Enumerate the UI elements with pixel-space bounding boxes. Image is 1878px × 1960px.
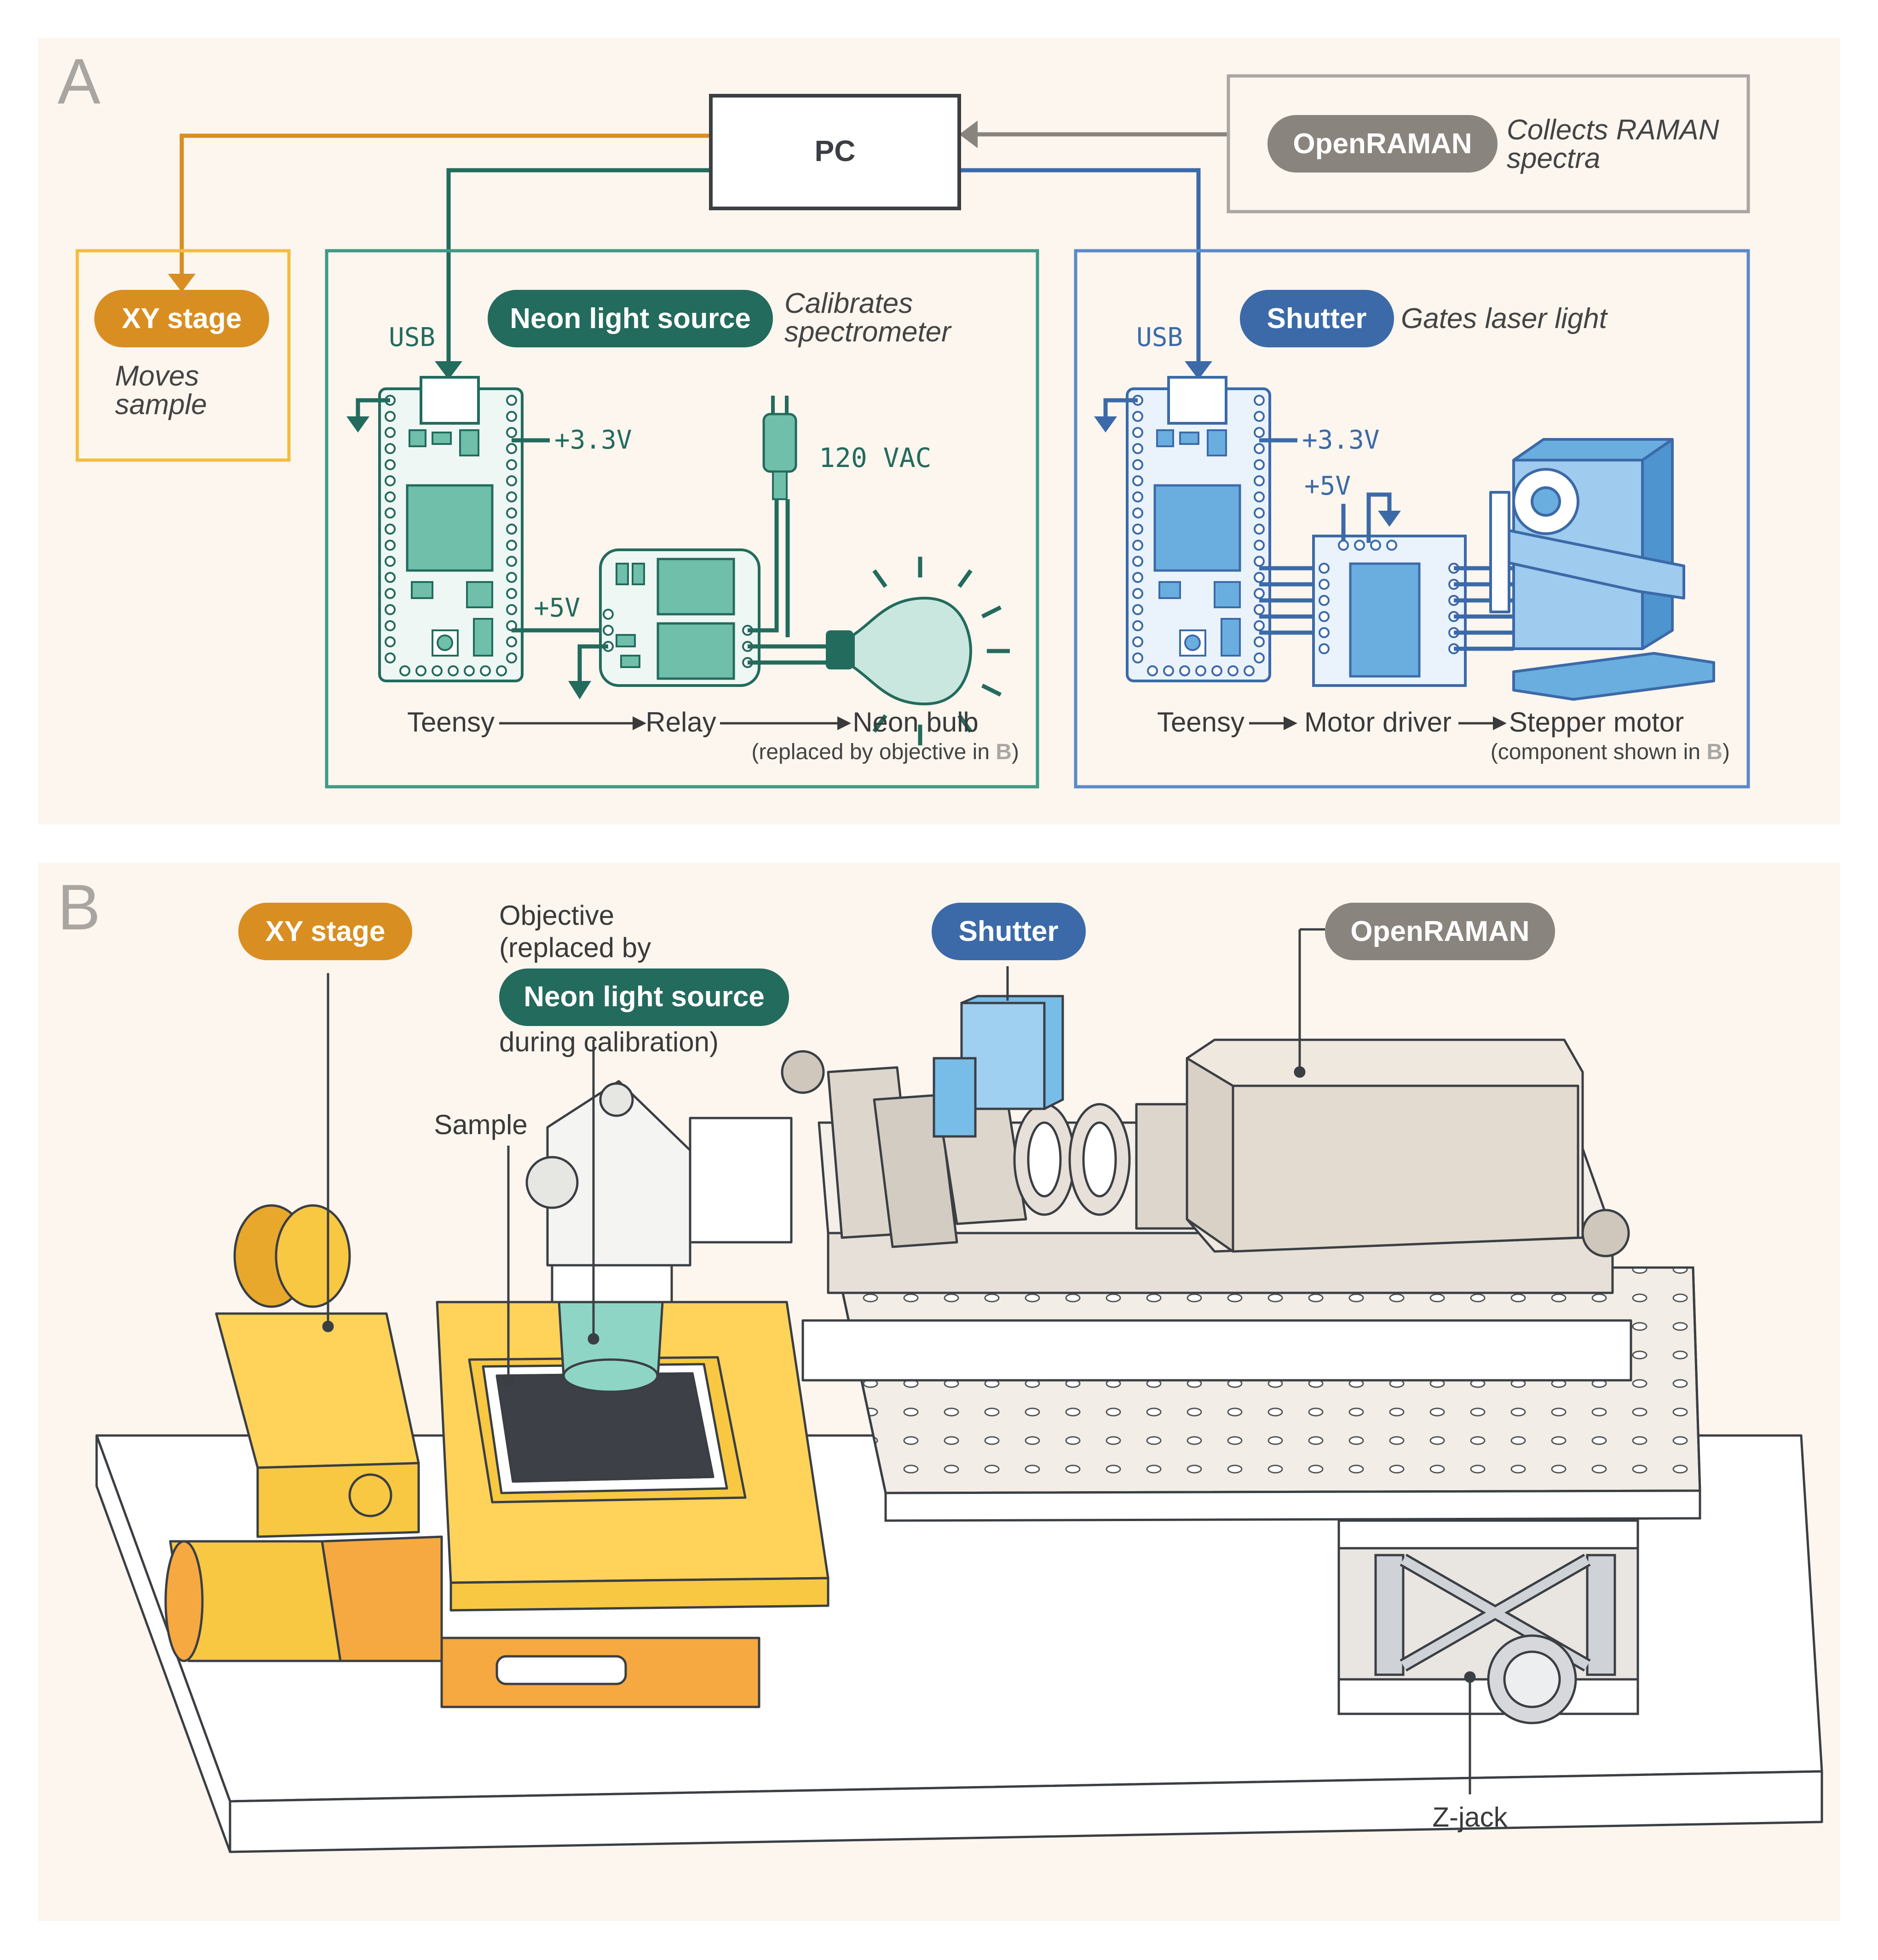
shutter-pill [1240, 290, 1394, 347]
xy-stage-pill-label: XY stage [122, 303, 242, 334]
neon-flow-bulb: Neon bulb [853, 707, 979, 738]
objective-hardware [525, 1040, 793, 1393]
neon-flow-relay: Relay [645, 707, 716, 738]
pc-box: PC [709, 94, 961, 210]
panel-b: B Z-jack [38, 863, 1840, 1921]
neon-usb-port [420, 376, 480, 425]
panel-a-letter: A [58, 45, 101, 117]
stepper-motor-icon [1489, 438, 1715, 701]
panel-b-letter: B [58, 871, 100, 943]
shutter-teensy-board: +3.3V [1094, 376, 1380, 682]
openraman-desc-1: Collects RAMAN [1507, 114, 1719, 146]
xy-stage-pill-b-label: XY stage [265, 916, 386, 947]
z-jack-label: Z-jack [1432, 1802, 1508, 1833]
openraman-pill-b-label: OpenRAMAN [1350, 916, 1529, 947]
shutter-box: Shutter Gates laser light USB [1074, 249, 1750, 789]
openraman-box: OpenRAMAN Collects RAMAN spectra [1227, 74, 1750, 213]
vac-label: 120 VAC [819, 442, 931, 473]
neon-desc-1: Calibrates [784, 288, 913, 319]
neon-5v-label: +5V [534, 593, 580, 623]
xy-stage-pill [94, 290, 269, 347]
shutter-unit-b [933, 966, 1064, 1138]
pc-to-shutter-line [959, 168, 1201, 366]
motor-driver-board: +5V [1304, 471, 1514, 687]
sample-pointer [502, 1146, 514, 1386]
openraman-pill-b [1325, 903, 1555, 960]
optical-breadboard [835, 1266, 1701, 1522]
pc-to-xy-line [179, 133, 711, 278]
shutter-5v-label: +5V [1304, 471, 1351, 501]
panel-a: A PC OpenRAMAN Collects RAMAN spectra [38, 38, 1840, 824]
z-jack: Z-jack [1337, 1519, 1639, 1833]
shutter-note: (component shown in B) [1491, 740, 1730, 764]
xy-stage-desc-2: sample [115, 389, 207, 421]
neon-box: Neon light source Calibrates spectromete… [325, 249, 1039, 789]
neon-mcu-chip [406, 484, 494, 572]
shutter-pill-b-label: Shutter [959, 916, 1059, 947]
shutter-usb-label: USB [1136, 323, 1183, 352]
shutter-flow-teensy: Teensy [1157, 707, 1244, 738]
pc-connections [168, 121, 1228, 380]
neon-flow-teensy: Teensy [407, 707, 495, 738]
neon-3v3-label: +3.3V [554, 425, 632, 455]
xy-arrowhead [168, 274, 196, 292]
xy-stage-hardware [164, 973, 830, 1708]
sample-label: Sample [434, 1109, 527, 1140]
openraman-pill [1267, 115, 1498, 173]
xy-stage-pill-b [238, 903, 412, 960]
objective-label-3: during calibration) [499, 1026, 719, 1057]
shutter-pill-b [932, 903, 1086, 960]
shutter-desc: Gates laser light [1401, 303, 1608, 334]
objective-label-1: Objective [499, 900, 614, 931]
shutter-usb-arrowhead [1185, 361, 1212, 380]
shutter-pill-label: Shutter [1267, 303, 1367, 334]
shutter-mcu-chip [1153, 484, 1241, 572]
xy-stage-desc-1: Moves [115, 360, 199, 392]
plug-120vac: 120 VAC [748, 396, 931, 637]
neon-desc-2: spectrometer [784, 316, 952, 348]
neon-pill [488, 290, 773, 347]
openraman-spectrometer [1186, 928, 1584, 1253]
neon-teensy-board: +3.3V +5V [346, 376, 632, 682]
neon-gnd-arrow [356, 398, 390, 421]
openraman-pill-label: OpenRAMAN [1293, 128, 1472, 160]
neon-usb-label: USB [389, 323, 435, 352]
shutter-flow-motor: Stepper motor [1509, 707, 1684, 738]
objective-label-2: (replaced by [499, 932, 651, 963]
neon-usb-arrowhead [435, 361, 462, 380]
neon-bulb-icon [748, 557, 1010, 745]
objective-neon-pill-label: Neon light source [524, 981, 765, 1013]
neon-note: (replaced by objective in B) [751, 740, 1019, 764]
pc-label: PC [815, 134, 856, 167]
pc-to-neon-line [446, 168, 711, 366]
xy-stage-box: XY stage Moves sample [75, 249, 291, 462]
openraman-desc-2: spectra [1507, 143, 1600, 174]
shutter-flow-driver: Motor driver [1304, 707, 1452, 738]
openraman-arrowhead [959, 121, 978, 148]
neon-pill-label: Neon light source [510, 303, 751, 334]
relay-board [568, 548, 760, 699]
shutter-3v3-label: +3.3V [1302, 425, 1380, 455]
objective-neon-pill [499, 968, 789, 1026]
